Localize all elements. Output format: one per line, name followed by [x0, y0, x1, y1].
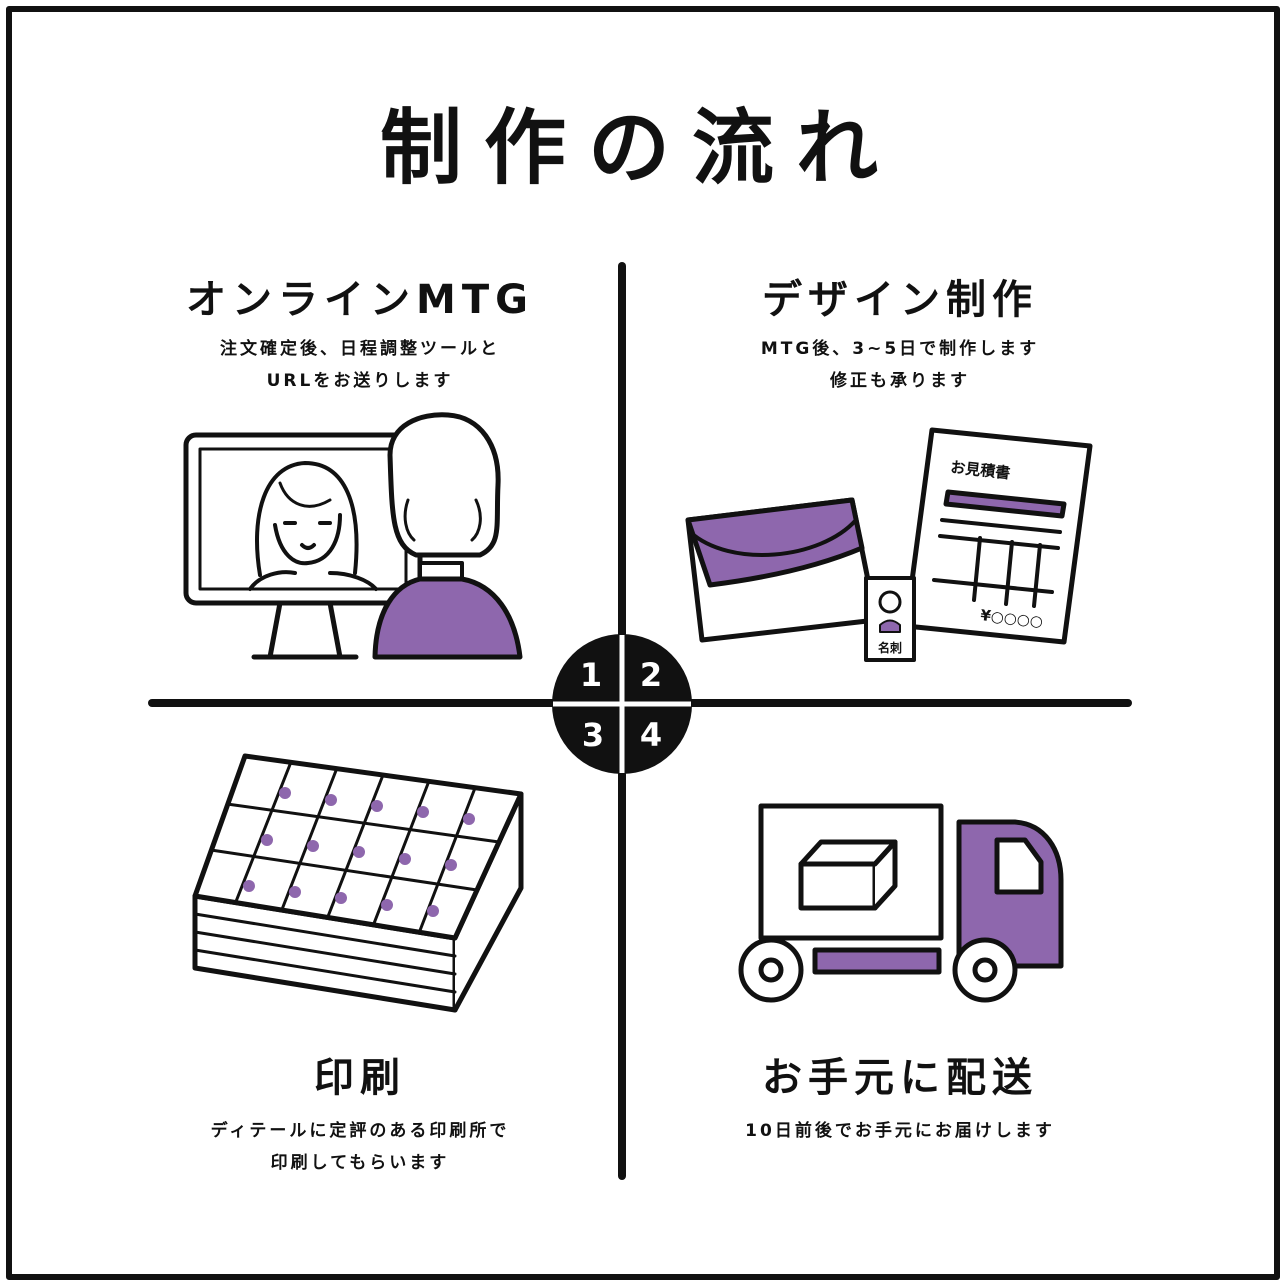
- step-1-description: 注文確定後、日程調整ツールと URLをお送りします: [140, 333, 580, 397]
- estimate-document-icon: お見積書 ¥○○○○: [903, 427, 1093, 645]
- truck-chassis: [812, 947, 942, 975]
- step-4-desc-line-1: 10日前後でお手元にお届けします: [745, 1121, 1055, 1141]
- card-name-label: 名刺: [878, 640, 902, 655]
- page-frame: [6, 6, 1280, 1280]
- truck-rear-hub: [758, 957, 784, 983]
- step-1-desc-line-2: URLをお送りします: [266, 371, 454, 391]
- truck-front-wheel: [952, 937, 1018, 1003]
- step-3-desc-line-2: 印刷してもらいます: [270, 1153, 450, 1173]
- monitor-screen: [198, 447, 408, 591]
- step-2-description: MTG後、3~5日で制作します 修正も承ります: [680, 333, 1120, 397]
- truck-window: [994, 837, 1044, 895]
- truck-rear-wheel: [738, 937, 804, 1003]
- badge-number-2: 2: [640, 656, 662, 694]
- step-1-title: オンラインMTG: [186, 277, 534, 323]
- step-2-desc-line-2: 修正も承ります: [830, 371, 970, 391]
- card-avatar-marks: [243, 787, 475, 917]
- package-box-icon: [798, 839, 898, 911]
- monitor-stand: [267, 600, 343, 660]
- step-2-title: デザイン制作: [762, 277, 1038, 323]
- page-title: 制作の流れ: [379, 101, 900, 196]
- badge-number-4: 4: [640, 716, 662, 754]
- truck-front-hub: [972, 957, 998, 983]
- step-3-description: ディテールに定評のある印刷所で 印刷してもらいます: [140, 1115, 580, 1179]
- step-number-badge: 1 2 3 4: [552, 634, 692, 774]
- step-2-desc-line-1: MTG後、3~5日で制作します: [760, 339, 1040, 359]
- video-call-icon: [183, 412, 523, 660]
- business-card-stack-icon: [192, 753, 524, 1013]
- screen-person: [248, 461, 378, 591]
- badge-number-1: 1: [580, 656, 602, 694]
- step-1-desc-line-1: 注文確定後、日程調整ツールと: [220, 339, 500, 359]
- viewer-person: [372, 412, 523, 660]
- business-card-icon: 名刺: [864, 576, 916, 662]
- step-4-description: 10日前後でお手元にお届けします: [680, 1115, 1120, 1147]
- envelope-icon: [685, 497, 879, 643]
- step-4-title: お手元に配送: [762, 1055, 1038, 1101]
- stationery-icon: お見積書 ¥○○○○ 名刺: [685, 427, 1093, 662]
- badge-number-3: 3: [582, 716, 604, 754]
- delivery-truck-icon: [738, 803, 1064, 1003]
- step-3-title: 印刷: [314, 1055, 406, 1101]
- step-3-desc-line-1: ディテールに定評のある印刷所で: [210, 1121, 510, 1141]
